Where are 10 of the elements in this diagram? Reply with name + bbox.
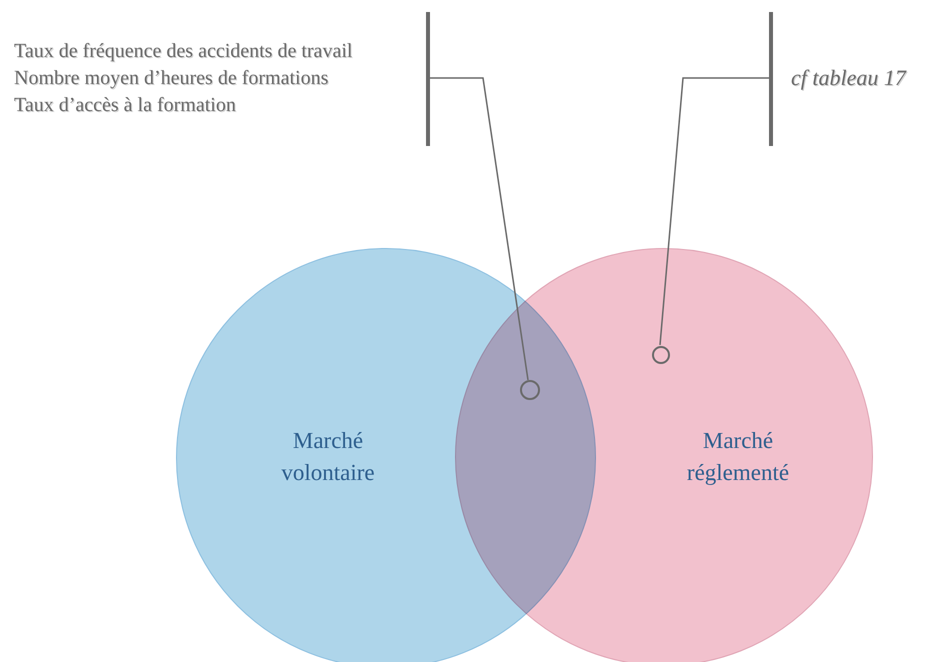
marker-circle [520,380,540,400]
callout-text: Taux d’accès à la formation [14,93,236,118]
callout-text: Taux de fréquence des accidents de travail [14,39,352,64]
circle-label: Marché réglementé [686,427,790,487]
callout-text: Nombre moyen d’heures de formations [14,66,328,91]
callout-text: cf tableau 17 [771,64,932,96]
leader-line [659,77,769,346]
marker-circle [652,346,670,364]
circle-label: Marché volontaire [280,427,376,487]
leader-line [430,77,529,380]
